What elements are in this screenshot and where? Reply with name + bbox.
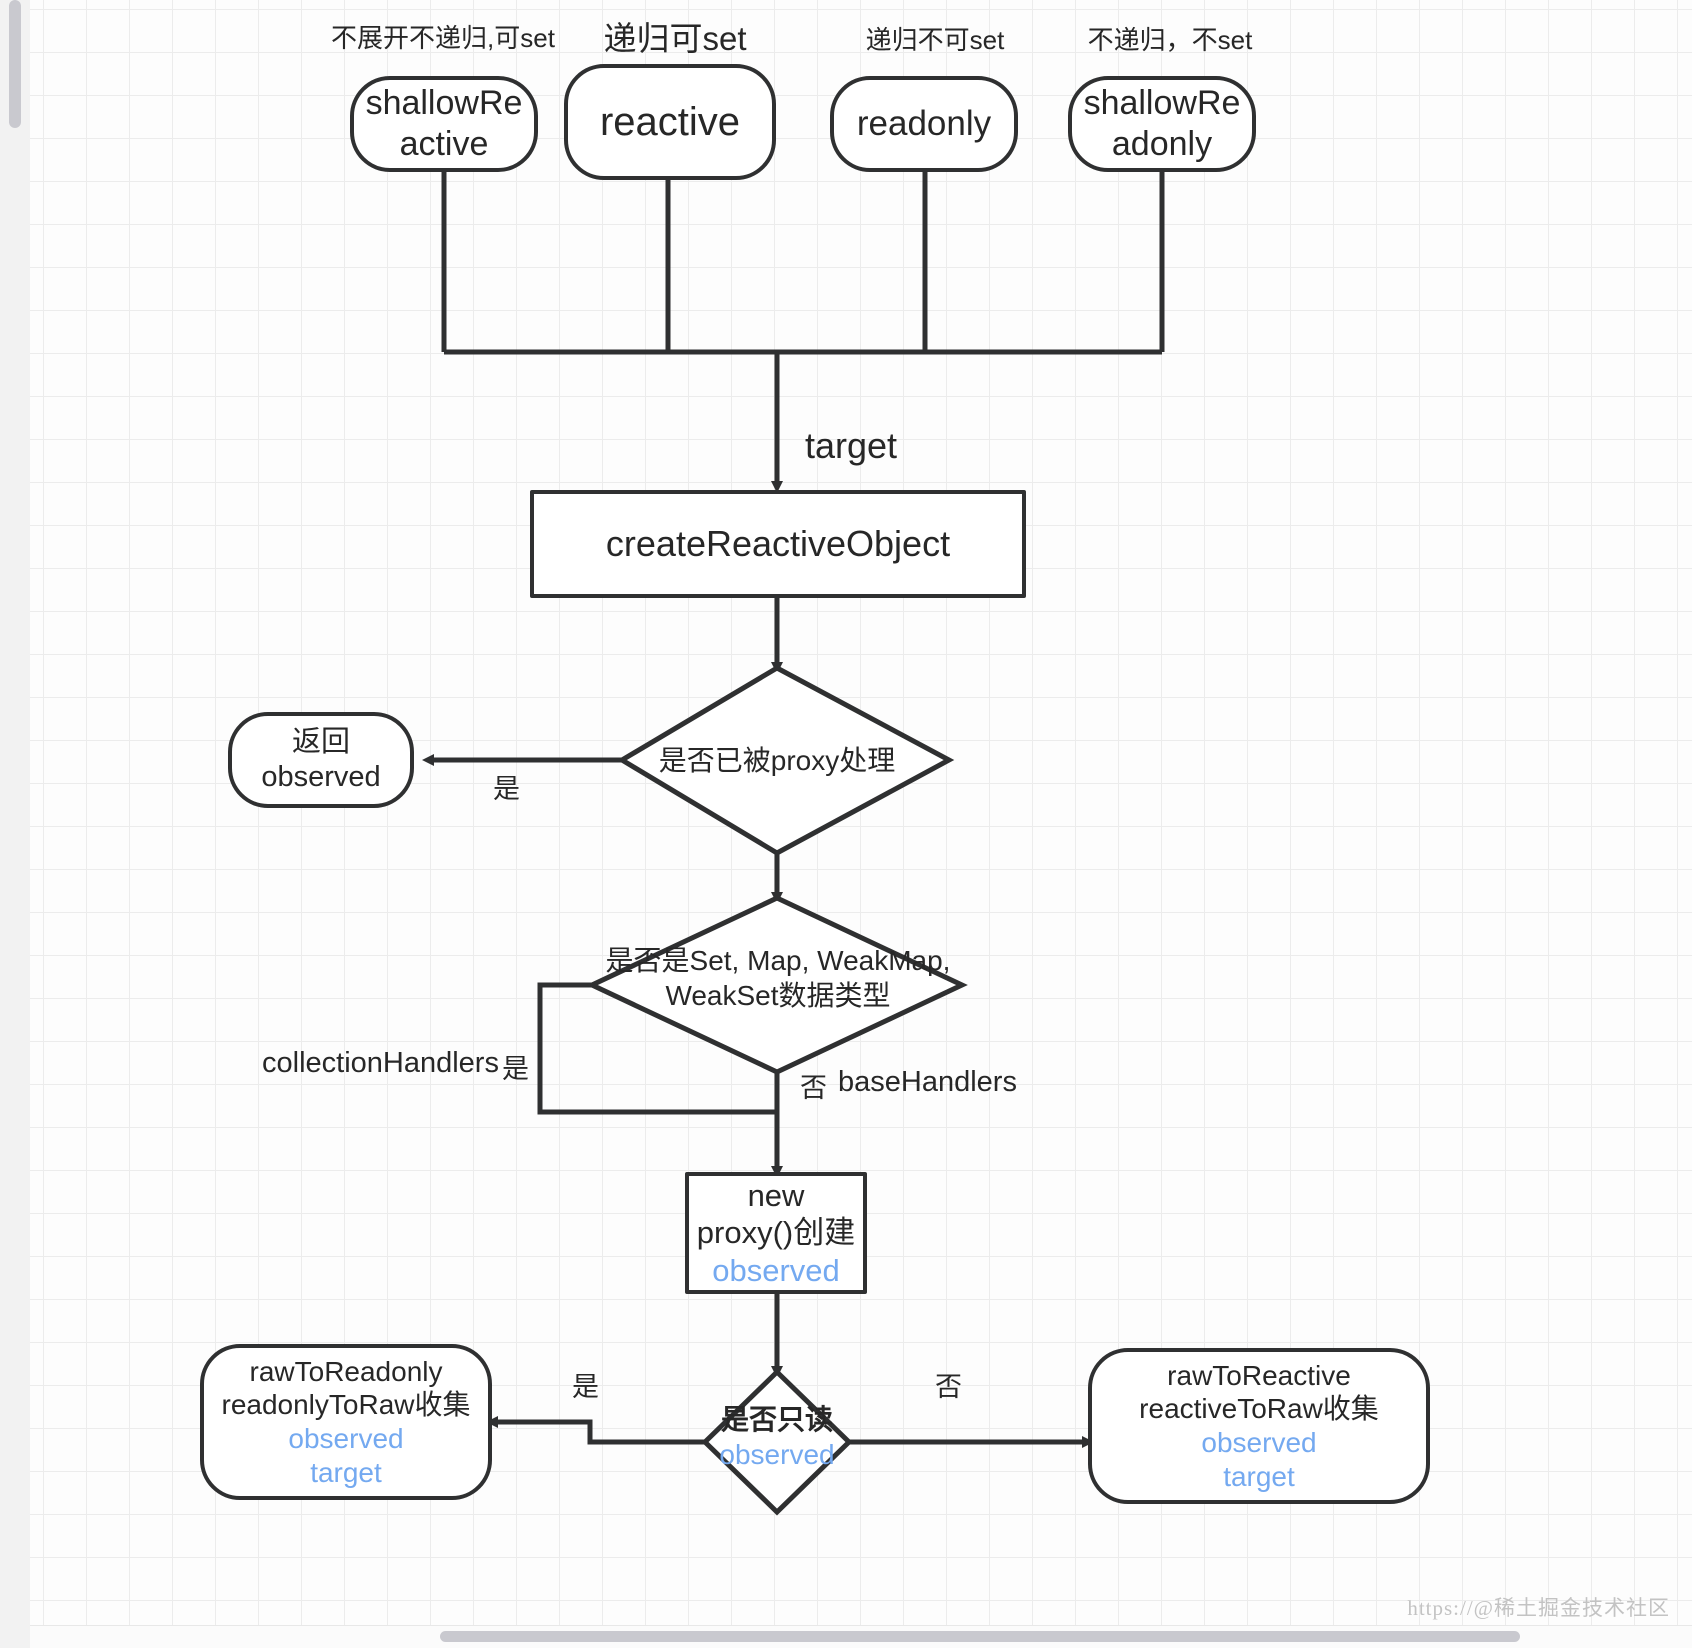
- node-raw-to-readonly-line3: observed: [288, 1423, 404, 1454]
- node-raw-to-readonly-line4: target: [310, 1456, 382, 1488]
- node-shallow-reactive-line1: shallowRe: [365, 84, 523, 123]
- node-return-observed-line2: observed: [261, 761, 381, 793]
- node-shallow-readonly-line2: adonly: [1111, 125, 1213, 163]
- caption-shallow-reactive: 不展开不递归,可set: [331, 23, 555, 53]
- decision-proxy-label: 是否已被proxy处理: [658, 744, 896, 776]
- node-raw-to-reactive-line4: target: [1223, 1460, 1295, 1492]
- node-raw-to-reactive[interactable]: rawToReactive reactiveToRaw收集 observed t…: [1088, 1348, 1430, 1504]
- edge-label-readonly-no: 否: [935, 1372, 962, 1402]
- node-raw-to-readonly-line1: rawToReadonly: [249, 1355, 443, 1387]
- decision-collection-line1: 是否是Set, Map, WeakMap,: [605, 945, 951, 976]
- node-return-observed-line1: 返回: [291, 726, 350, 759]
- node-new-proxy-line1: new: [747, 1178, 805, 1214]
- node-shallow-reactive[interactable]: shallowRe active: [350, 76, 538, 172]
- horizontal-scrollbar[interactable]: [440, 1631, 1520, 1642]
- decision-collection-line2: WeakSet数据类型: [665, 980, 891, 1011]
- node-reactive-label: reactive: [599, 100, 741, 144]
- decision-readonly-line2: observed: [719, 1439, 835, 1470]
- edge-label-collection-yes: 是: [502, 1054, 529, 1084]
- flowchart-canvas: 不展开不递归,可set 递归可set 递归不可set 不递归，不set shal…: [30, 0, 1692, 1648]
- edge-label-collection-no: 否: [800, 1073, 827, 1103]
- decision-readonly-label: 是否只读 observed: [670, 1398, 884, 1476]
- vertical-scrollbar[interactable]: [9, 0, 21, 128]
- edge-label-readonly-yes: 是: [572, 1372, 599, 1402]
- node-raw-to-readonly-line2: readonlyToRaw收集: [221, 1389, 471, 1421]
- caption-readonly: 递归不可set: [865, 25, 1005, 55]
- node-new-proxy-line3: observed: [712, 1252, 840, 1288]
- node-readonly[interactable]: readonly: [830, 76, 1018, 172]
- edge-label-collection-handlers: collectionHandlers: [262, 1047, 499, 1079]
- decision-readonly-line1: 是否只读: [720, 1404, 833, 1435]
- node-shallow-reactive-line2: active: [399, 125, 489, 163]
- node-reactive[interactable]: reactive: [564, 64, 776, 180]
- decision-collection-label: 是否是Set, Map, WeakMap, WeakSet数据类型: [592, 938, 964, 1018]
- node-new-proxy[interactable]: new proxy()创建 observed: [685, 1172, 867, 1294]
- edge-label-base-handlers: baseHandlers: [838, 1066, 1017, 1098]
- node-raw-to-reactive-line3: observed: [1201, 1427, 1317, 1458]
- edge-label-target: target: [805, 425, 898, 466]
- caption-shallow-readonly: 不递归，不set: [1087, 25, 1253, 55]
- node-raw-to-readonly[interactable]: rawToReadonly readonlyToRaw收集 observed t…: [200, 1344, 492, 1500]
- left-gutter: [0, 0, 31, 1648]
- edge-label-proxy-yes: 是: [493, 774, 520, 804]
- node-readonly-label: readonly: [856, 104, 992, 143]
- watermark-text: https://@稀土掘金技术社区: [1407, 1596, 1670, 1620]
- node-create-reactive-object[interactable]: createReactiveObject: [530, 490, 1026, 598]
- node-create-reactive-object-label: createReactiveObject: [605, 523, 951, 565]
- node-raw-to-reactive-line1: rawToReactive: [1167, 1359, 1351, 1391]
- caption-reactive: 递归可set: [603, 20, 747, 57]
- node-raw-to-reactive-line2: reactiveToRaw收集: [1139, 1393, 1379, 1425]
- node-new-proxy-line2: proxy()创建: [696, 1215, 856, 1251]
- node-shallow-readonly-line1: shallowRe: [1083, 84, 1241, 123]
- node-return-observed[interactable]: 返回 observed: [228, 712, 414, 808]
- bottom-bar: [30, 1625, 1692, 1648]
- node-shallow-readonly[interactable]: shallowRe adonly: [1068, 76, 1256, 172]
